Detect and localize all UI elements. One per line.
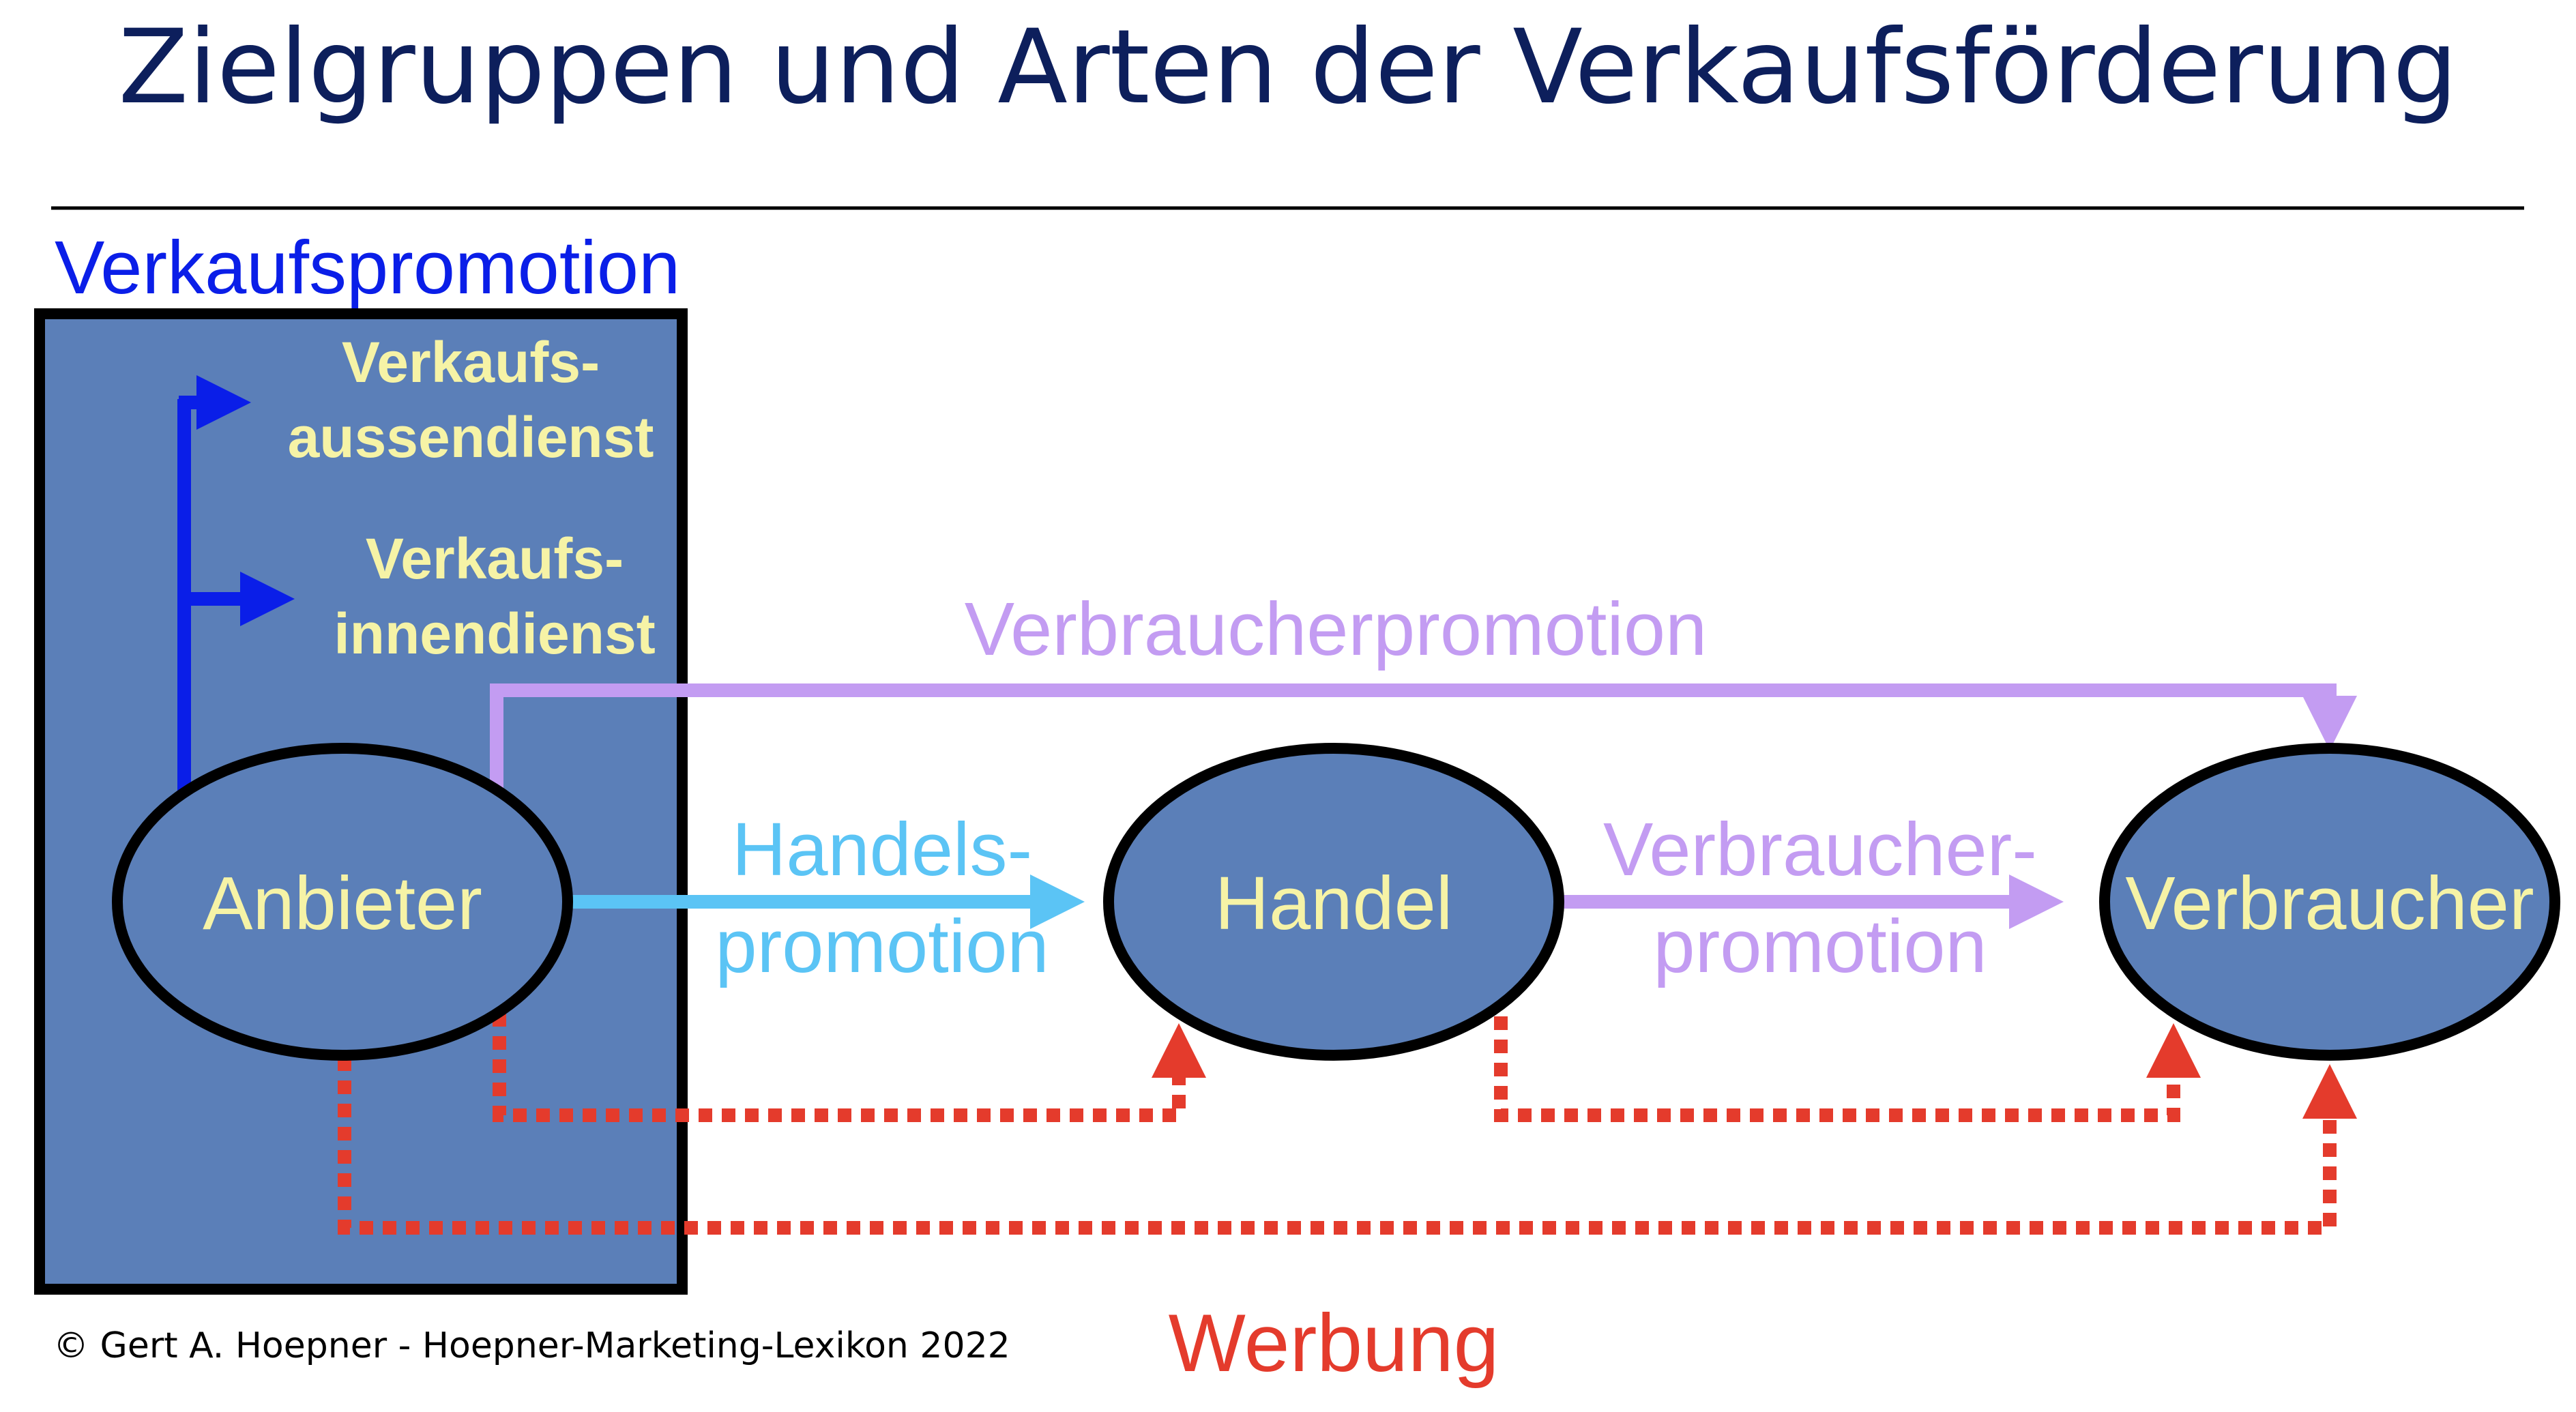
innendienst-label-line2: innendienst — [334, 602, 655, 666]
innendienst-label-line1: Verkaufs- — [366, 527, 624, 591]
verbraucherpromotion-top-label: Verbraucherpromotion — [965, 587, 1707, 671]
werbung-anbieter-to-verbraucher — [338, 1057, 2357, 1235]
werbung-handel-to-verbraucher — [1494, 1016, 2201, 1122]
verbraucherpromotion-mid-label-line1: Verbraucher- — [1603, 808, 2037, 892]
node-verbraucher: Verbraucher — [2099, 743, 2560, 1061]
werbung-anbieter-to-handel — [493, 1013, 1206, 1122]
handelspromotion-label-line2: promotion — [715, 904, 1049, 988]
anbieter-ellipse — [112, 743, 573, 1061]
werbung-label: Werbung — [1169, 1297, 1499, 1389]
verbraucher-label: Verbraucher — [2125, 862, 2534, 945]
verkaufspromotion-heading: Verkaufspromotion — [55, 226, 680, 310]
werbung-arrows — [338, 1013, 2357, 1235]
copyright-footer: © Gert A. Hoepner - Hoepner-Marketing-Le… — [53, 1325, 1010, 1366]
node-handel: Handel — [1103, 743, 1564, 1061]
aussendienst-label-line2: aussendienst — [288, 405, 654, 469]
node-anbieter: Anbieter — [112, 743, 573, 1061]
anbieter-label: Anbieter — [203, 862, 482, 945]
handel-ellipse — [1103, 743, 1564, 1061]
sales-force-arrows — [177, 375, 295, 795]
verbraucherpromotion-mid-label-line2: promotion — [1653, 904, 1987, 988]
page-title: Zielgruppen und Arten der Verkaufsförder… — [118, 8, 2457, 127]
verbraucherpromotion-top-arrow — [490, 683, 2357, 795]
handelspromotion-label-line1: Handels- — [732, 808, 1032, 892]
aussendienst-label-line1: Verkaufs- — [342, 330, 600, 394]
verbraucher-ellipse — [2099, 743, 2560, 1061]
handel-label: Handel — [1215, 862, 1453, 945]
